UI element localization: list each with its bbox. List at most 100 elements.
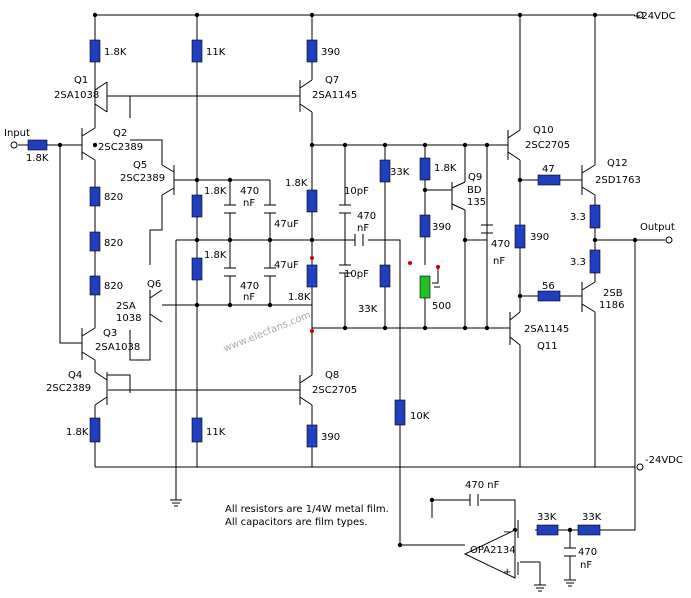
transistor-q6: Q6 2SA 1038 [116, 279, 163, 324]
positive-terminal [636, 11, 644, 19]
resistor-label: 1.8K [204, 186, 227, 197]
transistor-q11: 2SA1145 Q11 [509, 311, 569, 352]
resistor-390-q9 [419, 214, 431, 238]
resistor-18k-lower [191, 257, 203, 281]
capacitor-470nf-servo-gnd [564, 547, 576, 557]
svg-text:+: + [503, 567, 511, 578]
svg-text:1038: 1038 [116, 313, 141, 324]
capacitors: 470 nF 47uF 470 nF 47uF 10pF 10pF 470 nF… [224, 186, 597, 571]
resistor-10k [394, 399, 406, 426]
transistor-q5: Q5 2SC2389 [120, 160, 175, 196]
resistor-47 [537, 174, 561, 186]
transistors: Q1 2SA1038 Q2 2SC2389 Q5 2SC2389 Q6 2SA … [46, 75, 641, 406]
svg-text:2SC2389: 2SC2389 [98, 142, 143, 153]
capacitor-label: nF [493, 256, 505, 267]
svg-text:2SD1763: 2SD1763 [595, 175, 641, 186]
svg-text:2SA: 2SA [116, 301, 136, 312]
positive-rail-label: +24VDC [633, 11, 676, 22]
resistor-33k-lower [379, 264, 391, 288]
svg-text:2SC2705: 2SC2705 [525, 140, 570, 151]
svg-text:Q6: Q6 [147, 279, 161, 290]
svg-text:2SA1038: 2SA1038 [54, 90, 99, 101]
capacitor-470nf-lower [224, 267, 236, 277]
resistor-label: 33K [582, 512, 602, 523]
transistor-q3: Q3 2SA1038 [81, 327, 140, 361]
resistor-18k-upper [191, 194, 203, 218]
resistor-label: 1.8K [26, 153, 49, 164]
resistor-q1-emitter [89, 39, 101, 63]
resistor-label: 390 [321, 432, 340, 443]
resistor-label: 56 [542, 281, 555, 292]
capacitor-470nf-servo [469, 494, 479, 506]
capacitor-470nf-upper [224, 204, 236, 214]
output-label: Output [640, 222, 675, 233]
capacitor-470nf-vbe [481, 224, 493, 234]
svg-text:Q12: Q12 [607, 158, 628, 169]
watermark-logo: www.elecfans.com [222, 310, 312, 355]
transistor-q7: Q7 2SA1145 [299, 75, 357, 113]
resistor-label: 1.8K [285, 178, 308, 189]
svg-text:Q7: Q7 [325, 75, 339, 86]
resistor-820-b [89, 231, 101, 252]
resistor-input [27, 139, 48, 151]
resistors: 1.8K 1.8K 11K 390 820 820 820 1.8K 11K 3… [26, 39, 602, 536]
resistor-label: 390 [530, 232, 549, 243]
svg-text:2SC2389: 2SC2389 [46, 383, 91, 394]
svg-text:Q5: Q5 [133, 160, 147, 171]
resistor-label: 820 [104, 238, 123, 249]
svg-text:2SC2389: 2SC2389 [120, 173, 165, 184]
resistor-33k-servo-b [577, 524, 601, 536]
transistor-q9: Q9 BD 135 [451, 172, 486, 211]
resistor-33-upper [589, 204, 601, 229]
transistor-2sb1186: 2SB 1186 [581, 281, 624, 313]
svg-text:2SC2705: 2SC2705 [312, 385, 357, 396]
resistor-33k-upper [379, 159, 391, 183]
resistor-11k-top [191, 39, 203, 63]
resistor-33-lower [589, 249, 601, 274]
resistor-label: 11K [206, 427, 226, 438]
capacitor-label: 470 [491, 239, 510, 250]
capacitor-label: 10pF [344, 269, 369, 280]
transistor-q1: Q1 2SA1038 [54, 75, 108, 113]
resistor-11k-bottom [191, 417, 203, 443]
input-terminal [10, 141, 18, 149]
svg-text:2SA1145: 2SA1145 [312, 90, 357, 101]
potentiometer-500 [419, 275, 431, 299]
resistor-label: 33K [537, 512, 557, 523]
capacitor-label: 47uF [274, 219, 299, 230]
resistor-18k-q9 [419, 157, 431, 181]
resistor-390-q8 [306, 424, 318, 448]
svg-text:1186: 1186 [599, 300, 624, 311]
svg-text:Q4: Q4 [68, 370, 82, 381]
resistor-label: 1.8K [288, 292, 311, 303]
capacitor-label: 470 nF [465, 480, 500, 491]
capacitor-label: nF [580, 560, 592, 571]
capacitor-47uf-lower [264, 267, 276, 277]
svg-text:Q8: Q8 [325, 370, 339, 381]
capacitor-10pf-upper [339, 204, 351, 214]
capacitor-label: 47uF [274, 260, 299, 271]
svg-text:2SA1038: 2SA1038 [95, 342, 140, 353]
ground-symbols [170, 499, 576, 592]
resistor-56 [537, 290, 561, 302]
transistor-q12: Q12 2SD1763 [581, 158, 641, 196]
resistor-820-c [89, 275, 101, 296]
resistor-390-q7 [306, 39, 318, 63]
capacitor-label: 470 [357, 211, 376, 222]
resistor-820-a [89, 186, 101, 207]
svg-text:Q1: Q1 [74, 75, 88, 86]
resistor-label: 11K [206, 47, 226, 58]
junction-dots [57, 12, 638, 548]
resistor-q4-emitter [89, 417, 101, 443]
svg-text:Q11: Q11 [537, 341, 558, 352]
capacitor-47uf-upper [264, 204, 276, 214]
resistor-18k-vas-upper [306, 189, 318, 213]
resistor-label: 390 [432, 222, 451, 233]
output-terminal [665, 236, 673, 244]
svg-text:OPA2134: OPA2134 [470, 545, 516, 556]
resistor-label: 33K [390, 167, 410, 178]
opamp-opa2134: OPA2134 − + [463, 520, 519, 579]
junction-markers [310, 256, 440, 333]
negative-rail-label: -24VDC [645, 455, 683, 466]
